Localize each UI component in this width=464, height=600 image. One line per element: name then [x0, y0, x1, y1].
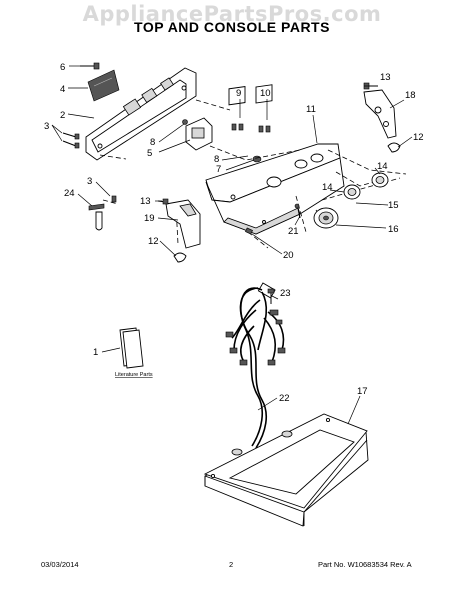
callout-3-left: 3: [44, 121, 49, 132]
switch-9: [228, 86, 246, 131]
console-back-panel: [85, 67, 197, 161]
guide-line: [195, 99, 231, 111]
screws-3: [62, 132, 80, 149]
callout-18: 18: [405, 90, 416, 101]
callout-12-left: 12: [148, 236, 159, 247]
knob-16-large: [313, 207, 339, 229]
label-plate: [87, 69, 120, 102]
leader-lines: [51, 65, 413, 425]
callout-14-lower: 14: [322, 182, 333, 193]
callout-21: 21: [288, 226, 299, 237]
footer-date: 03/03/2014: [41, 560, 79, 569]
guide-line: [99, 154, 127, 160]
callout-2: 2: [60, 110, 65, 121]
switch-10: [255, 84, 273, 133]
console: [205, 143, 345, 235]
callout-12-right: 12: [413, 132, 424, 143]
callout-5: 5: [147, 148, 152, 159]
callout-8-left: 8: [150, 137, 155, 148]
guide-line: [247, 231, 269, 249]
guide-line: [295, 195, 307, 233]
callout-13-left: 13: [140, 196, 151, 207]
watermark: AppliancePartsPros.com: [82, 2, 382, 26]
wire-harness: [225, 282, 286, 449]
callout-11: 11: [306, 104, 316, 115]
clip-12-right: [387, 142, 401, 153]
guide-line: [102, 199, 119, 205]
footer-part-number: Part No. W10683534 Rev. A: [318, 560, 412, 569]
callout-8-right: 8: [214, 154, 219, 165]
timer-bracket: [182, 117, 213, 151]
callout-20: 20: [283, 250, 294, 261]
callout-4: 4: [60, 84, 65, 95]
knob-insert-7: [252, 155, 262, 163]
knob-14-upper: [371, 172, 389, 188]
callout-17: 17: [357, 386, 368, 397]
callout-19: 19: [144, 213, 155, 224]
screw-13-left: [157, 198, 169, 205]
page-title: TOP AND CONSOLE PARTS: [134, 19, 330, 35]
callout-labels: 6 4 2 3 8 5 9 10 8 7 11 13 18 12 14 14 1…: [44, 62, 424, 404]
callout-16: 16: [388, 224, 399, 235]
guide-line: [175, 205, 179, 245]
callout-13-right: 13: [380, 72, 391, 83]
callout-9: 9: [236, 88, 241, 99]
knob-14-lower: [343, 184, 361, 200]
screw-20: [245, 227, 253, 235]
callout-14-upper: 14: [377, 161, 388, 172]
end-cap-left: [165, 199, 201, 249]
callout-3-right: 3: [87, 176, 92, 187]
guide-line: [209, 145, 301, 161]
lid-switch-24: [88, 195, 117, 231]
callout-6: 6: [60, 62, 65, 73]
callout-22: 22: [279, 393, 290, 404]
screw-23: [267, 288, 275, 304]
clip-12-left: [173, 252, 187, 263]
top-cover: [203, 413, 369, 527]
screw-6: [80, 62, 100, 70]
callout-7: 7: [216, 164, 221, 175]
callout-1: 1: [93, 347, 98, 358]
callout-10: 10: [260, 88, 271, 99]
callout-24: 24: [64, 188, 75, 199]
literature-parts-label: Literature Parts: [115, 372, 153, 378]
callout-23: 23: [280, 288, 291, 299]
callout-15: 15: [388, 200, 399, 211]
literature-booklet: [119, 327, 144, 369]
end-cap-right: [363, 89, 397, 139]
footer-page-number: 2: [229, 560, 234, 569]
